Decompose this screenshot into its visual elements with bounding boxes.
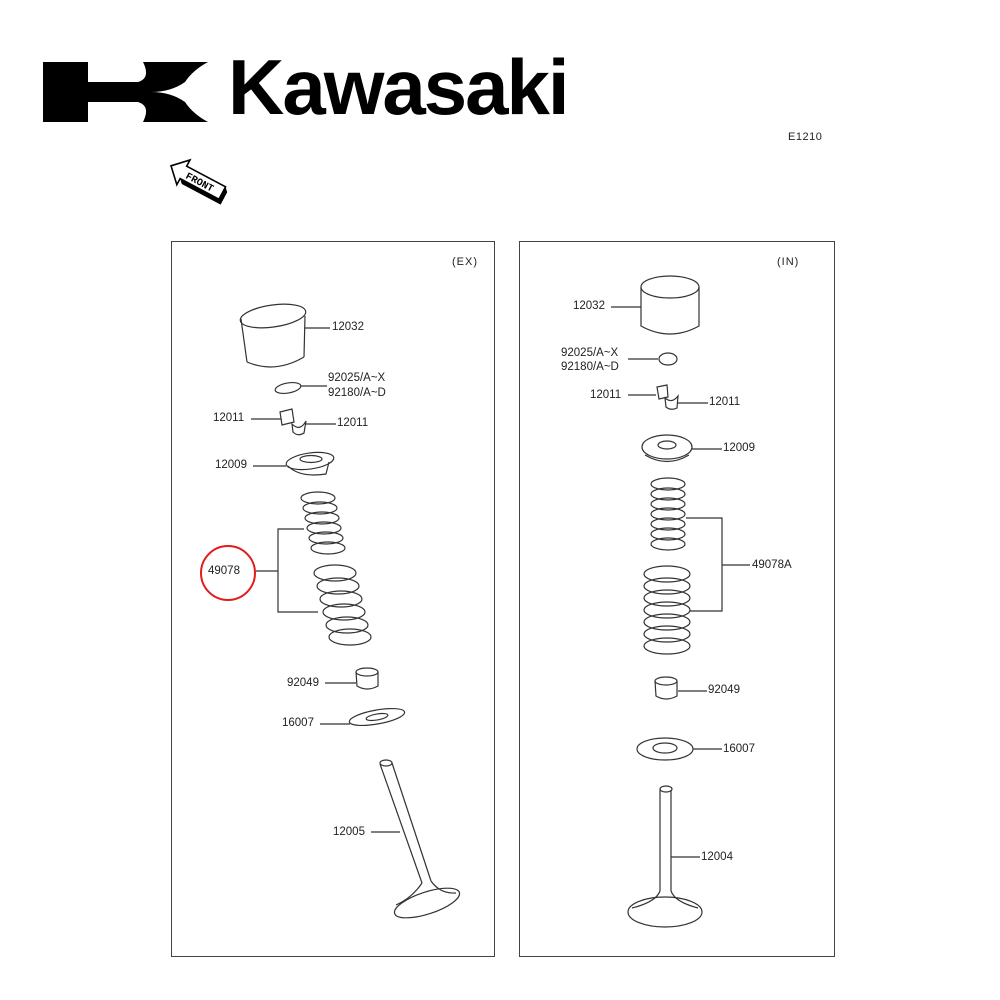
diagram-code: E1210: [788, 131, 823, 143]
exhaust-panel-tag: (EX): [452, 256, 478, 268]
ex-inner-spring-drawing: [300, 491, 346, 555]
ex-label-keeper-right[interactable]: 12011: [337, 417, 369, 429]
in-upper-spring-drawing: [650, 477, 686, 551]
ex-valve-drawing: [371, 759, 461, 919]
in-valve-drawing: [627, 785, 703, 928]
in-label-valve[interactable]: 12004: [701, 851, 733, 863]
kawasaki-logo: Kawasaki: [43, 48, 570, 126]
in-label-tappet[interactable]: 12032: [573, 300, 605, 312]
in-label-spring[interactable]: 49078A: [752, 559, 792, 571]
ex-label-tappet[interactable]: 12032: [332, 321, 364, 333]
in-lower-spring-drawing: [643, 565, 691, 655]
ex-tappet-drawing: [239, 303, 330, 368]
in-label-spring-seat[interactable]: 16007: [723, 743, 755, 755]
ex-label-shim-2[interactable]: 92180/A~D: [328, 387, 386, 399]
ex-label-retainer[interactable]: 12009: [215, 459, 247, 471]
ex-label-stem-seal[interactable]: 92049: [287, 677, 319, 689]
in-label-shim-1[interactable]: 92025/A~X: [561, 347, 619, 359]
in-label-keeper-left[interactable]: 12011: [590, 389, 622, 401]
ex-label-valve[interactable]: 12005: [333, 826, 365, 838]
highlighted-part-circle: [200, 545, 256, 601]
kawasaki-k-emblem-icon: [43, 62, 208, 122]
brand-wordmark: Kawasaki: [228, 43, 570, 131]
ex-label-spring-seat[interactable]: 16007: [282, 717, 314, 729]
ex-label-keeper-left[interactable]: 12011: [213, 412, 245, 424]
ex-outer-spring-drawing: [313, 564, 372, 646]
in-label-shim-2[interactable]: 92180/A~D: [561, 361, 619, 373]
intake-panel-tag: (IN): [777, 256, 800, 268]
ex-label-shim-1[interactable]: 92025/A~X: [328, 372, 386, 384]
front-direction-arrow-icon: FRONT: [162, 150, 232, 216]
in-tappet-drawing: [611, 275, 700, 335]
in-label-retainer[interactable]: 12009: [723, 442, 755, 454]
in-label-stem-seal[interactable]: 92049: [708, 684, 740, 696]
in-label-keeper-right[interactable]: 12011: [709, 396, 741, 408]
